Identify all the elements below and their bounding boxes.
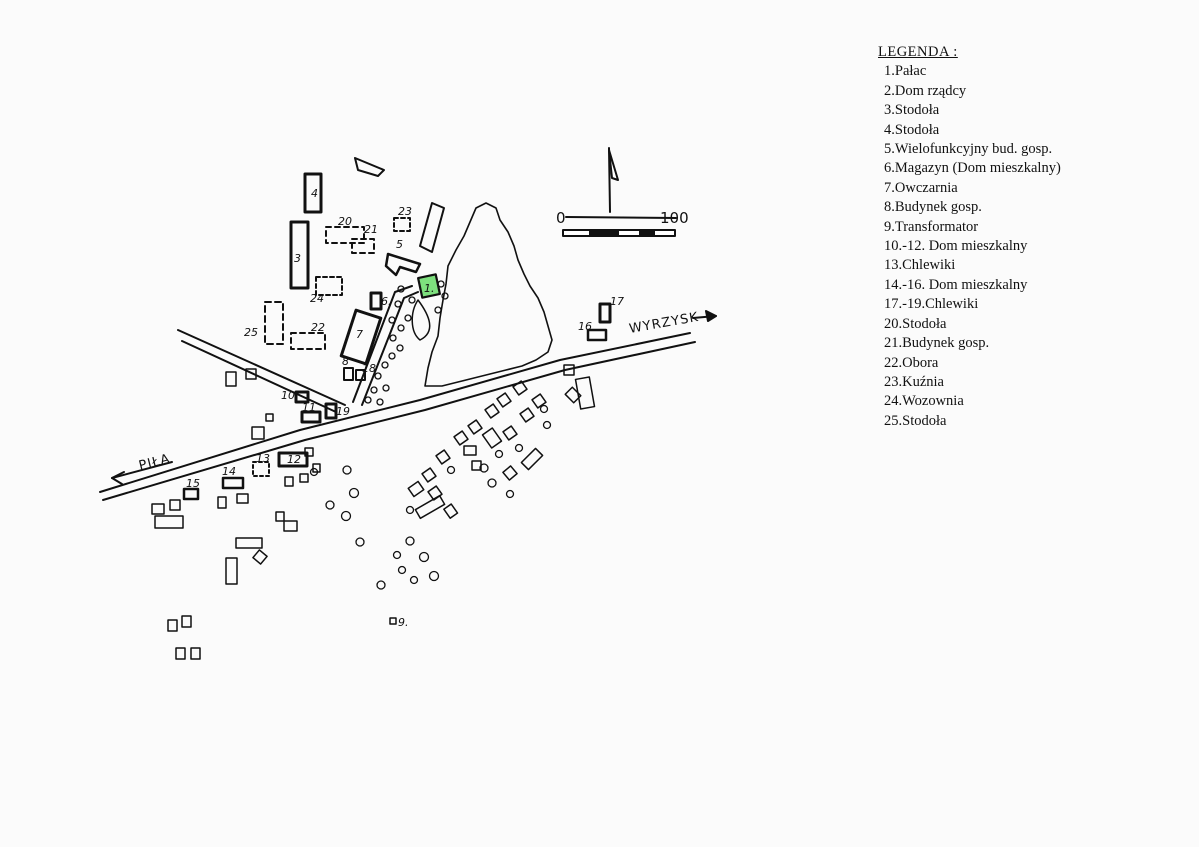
building-8	[419, 202, 445, 253]
building-label-17: 17	[610, 295, 624, 308]
building-label-7: 7	[356, 328, 363, 341]
legend-list: 1.Pałac 2.Dom rządcy 3.Stodoła 4.Stodoła…	[878, 62, 1178, 431]
legend-item: 20.Stodoła	[884, 315, 947, 332]
building-label-14: 14	[222, 465, 236, 478]
building-label-15: 15	[186, 477, 200, 490]
building-label-8: 8	[342, 355, 349, 368]
building-label-19: 19	[336, 405, 350, 418]
palace-lane	[352, 285, 419, 406]
legend-title: LEGENDA :	[878, 44, 958, 60]
legend-item: 5.Wielofunkcyjny bud. gosp.	[884, 141, 1053, 158]
legend-item: 14.-16. Dom mieszkalny	[884, 276, 1028, 293]
building-7	[339, 308, 383, 366]
building-label-9: 9.	[398, 616, 409, 629]
building-label-10: 10	[281, 389, 295, 402]
road-label-west: PIŁA	[137, 452, 172, 474]
building-18	[343, 367, 366, 381]
trees	[309, 280, 552, 590]
legend-item: 8.Budynek gosp.	[884, 199, 982, 216]
legend-item: 3.Stodoła	[884, 102, 940, 119]
legend-item: 6.Magazyn (Dom mieszkalny)	[884, 160, 1061, 177]
building-17	[598, 302, 612, 324]
building-label-20: 20	[338, 215, 352, 228]
legend-item: 23.Kuźnia	[884, 373, 944, 390]
building-16	[586, 328, 608, 342]
building-label-13: 13	[256, 452, 270, 465]
legend-item: 21.Budynek gosp.	[884, 335, 990, 352]
building-label-23: 23	[398, 205, 412, 218]
building-11	[300, 410, 322, 424]
scale-label-start: 0	[556, 209, 566, 227]
main-road	[99, 332, 696, 501]
building-15	[182, 487, 200, 501]
palace-garden	[411, 299, 431, 341]
building-label-1: 1.	[424, 282, 435, 295]
legend-item: 1.Pałac	[884, 63, 927, 80]
building-10	[294, 390, 310, 404]
building-14	[221, 476, 245, 490]
legend-item: 13.Chlewiki	[884, 257, 956, 274]
legend-item: 7.Owczarnia	[884, 179, 958, 196]
building-label-6: 6.	[381, 295, 392, 308]
building-label-3: 3	[294, 252, 301, 265]
building-24	[315, 276, 343, 296]
legend-item: 10.-12. Dom mieszkalny	[884, 238, 1028, 255]
legend-item: 22.Obora	[884, 354, 939, 371]
legend-item: 9.Transformator	[884, 218, 979, 235]
building-label-22: 22	[311, 321, 325, 334]
building-21	[351, 238, 375, 254]
scale-bar	[562, 216, 677, 237]
building-label-11: 11	[302, 401, 316, 414]
north-arrow	[608, 147, 619, 213]
legend-item: 2.Dom rządcy	[884, 82, 967, 99]
building-label-5: 5	[396, 238, 403, 251]
building-23	[393, 217, 411, 232]
village-houses	[151, 364, 596, 660]
building-20	[325, 226, 365, 244]
building-label-12: 12	[287, 453, 301, 466]
building-label-18: 18	[362, 362, 376, 375]
building-2-region	[354, 157, 385, 177]
building-label-21: 21	[364, 223, 378, 236]
legend: LEGENDA : 1.Pałac 2.Dom rządcy 3.Stodoła…	[878, 43, 1178, 431]
road-arrow-west-head	[111, 471, 125, 485]
side-road-northwest	[177, 329, 346, 413]
building-label-24: 24	[310, 292, 324, 305]
building-5	[384, 252, 422, 277]
building-label-4: 4	[311, 187, 318, 200]
building-label-16: 16	[578, 320, 592, 333]
legend-item: 4.Stodoła	[884, 121, 940, 138]
scale-label-end: 100	[660, 209, 689, 227]
building-4	[303, 172, 323, 214]
road-arrow-west	[111, 461, 173, 479]
building-25	[264, 301, 284, 345]
building-12	[277, 451, 309, 468]
building-label-25: 25	[244, 326, 258, 339]
building-3	[289, 220, 310, 290]
building-13	[252, 461, 270, 477]
road-arrow-east-head	[705, 310, 717, 322]
legend-item: 24.Wozownia	[884, 393, 964, 410]
building-19	[324, 402, 338, 420]
building-22	[290, 332, 326, 350]
building-6	[369, 291, 383, 311]
legend-item: 25.Stodoła	[884, 412, 947, 429]
legend-item: 17.-19.Chlewiki	[884, 296, 979, 313]
park-outline	[424, 202, 553, 387]
